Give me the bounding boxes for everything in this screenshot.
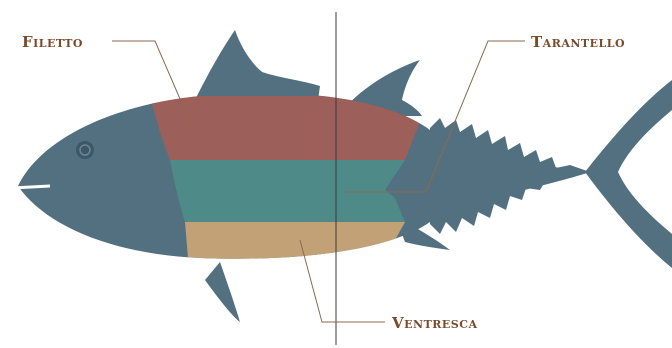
pelvic-fin bbox=[205, 262, 240, 322]
tail-fin bbox=[585, 80, 672, 268]
dorsal-fin bbox=[195, 30, 320, 100]
mouth-line bbox=[12, 186, 50, 188]
tarantello-label: Tarantello bbox=[531, 33, 625, 51]
filetto-label: Filetto bbox=[22, 33, 83, 51]
ventresca-region bbox=[185, 222, 405, 260]
ventresca-label: Ventresca bbox=[391, 314, 478, 332]
eye-icon bbox=[76, 141, 94, 159]
tarantello-region bbox=[170, 160, 405, 222]
